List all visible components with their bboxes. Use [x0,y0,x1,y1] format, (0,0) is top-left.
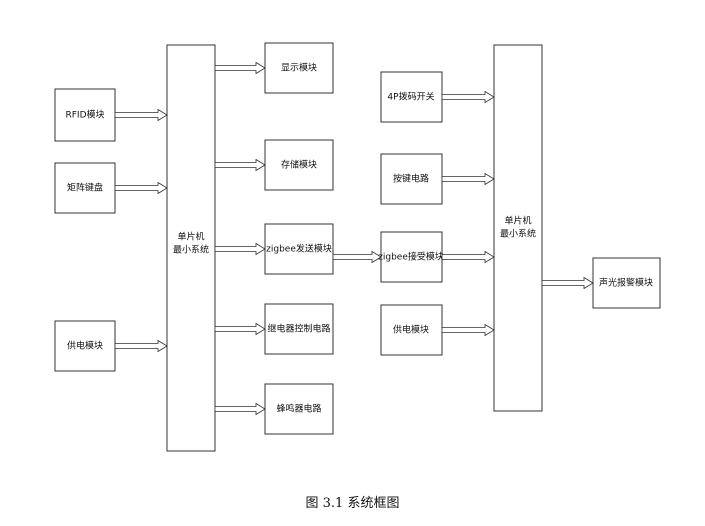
node-label: zigbee接受模块 [378,251,444,263]
node-label: 最小系统 [500,228,536,240]
node-label: 继电器控制电路 [267,323,330,335]
arrow-power-right-to-mcu [441,323,495,337]
node-storage-module: 存储模块 [264,139,334,191]
connection-arrows [114,61,594,416]
arrow-key-to-mcu [441,172,495,186]
figure-caption: 图 3.1 系统框图 [305,496,400,511]
arrow-keyboard-to-mcu [114,181,168,195]
node-label: zigbee发送模块 [266,243,332,255]
arrow-zigbee-receive-to-mcu [441,250,495,264]
node-matrix-keyboard: 矩阵键盘 [54,162,116,214]
node-label: 单片机 [504,215,531,227]
arrow-zigbee-send-to-receive [332,250,382,264]
node-label: 矩阵键盘 [67,182,103,194]
node-power-module-left: 供电模块 [54,320,116,372]
node-power-module-right: 供电模块 [380,304,443,356]
arrow-mcu-to-alarm [541,276,594,290]
node-label: 蜂鸣器电路 [276,403,321,415]
arrow-mcu-to-zigbee-send [214,242,266,256]
arrow-dip-to-mcu [441,90,495,104]
arrow-mcu-to-storage [214,158,266,172]
node-mcu-right: 单片机 最小系统 [493,44,543,412]
node-display-module: 显示模块 [264,42,334,94]
node-label: 最小系统 [173,244,209,256]
node-sound-light-alarm: 声光报警模块 [592,257,661,309]
node-mcu-left: 单片机 最小系统 [166,44,216,452]
node-zigbee-receive-module: zigbee接受模块 [378,231,444,283]
arrow-mcu-to-display [214,61,266,75]
node-label: 声光报警模块 [599,277,653,289]
arrow-mcu-to-relay [214,322,266,336]
node-label: 供电模块 [67,340,103,352]
arrow-mcu-to-buzzer [214,402,266,416]
node-buzzer-circuit: 蜂鸣器电路 [264,383,334,435]
node-key-circuit: 按键电路 [380,153,443,205]
node-rfid-module: RFID模块 [54,88,116,142]
arrow-rfid-to-mcu [114,108,168,122]
node-label: 显示模块 [281,62,317,74]
node-zigbee-send-module: zigbee发送模块 [264,223,334,275]
node-label: RFID模块 [65,109,104,121]
node-label: 供电模块 [393,324,429,336]
node-label: 按键电路 [393,173,429,185]
node-relay-control-circuit: 继电器控制电路 [264,303,334,355]
arrow-power-to-mcu [114,339,168,353]
node-dip-switch: 4P拨码开关 [380,71,443,123]
node-label: 单片机 [177,231,204,243]
node-label: 4P拨码开关 [387,91,434,103]
node-label: 存储模块 [281,159,317,171]
